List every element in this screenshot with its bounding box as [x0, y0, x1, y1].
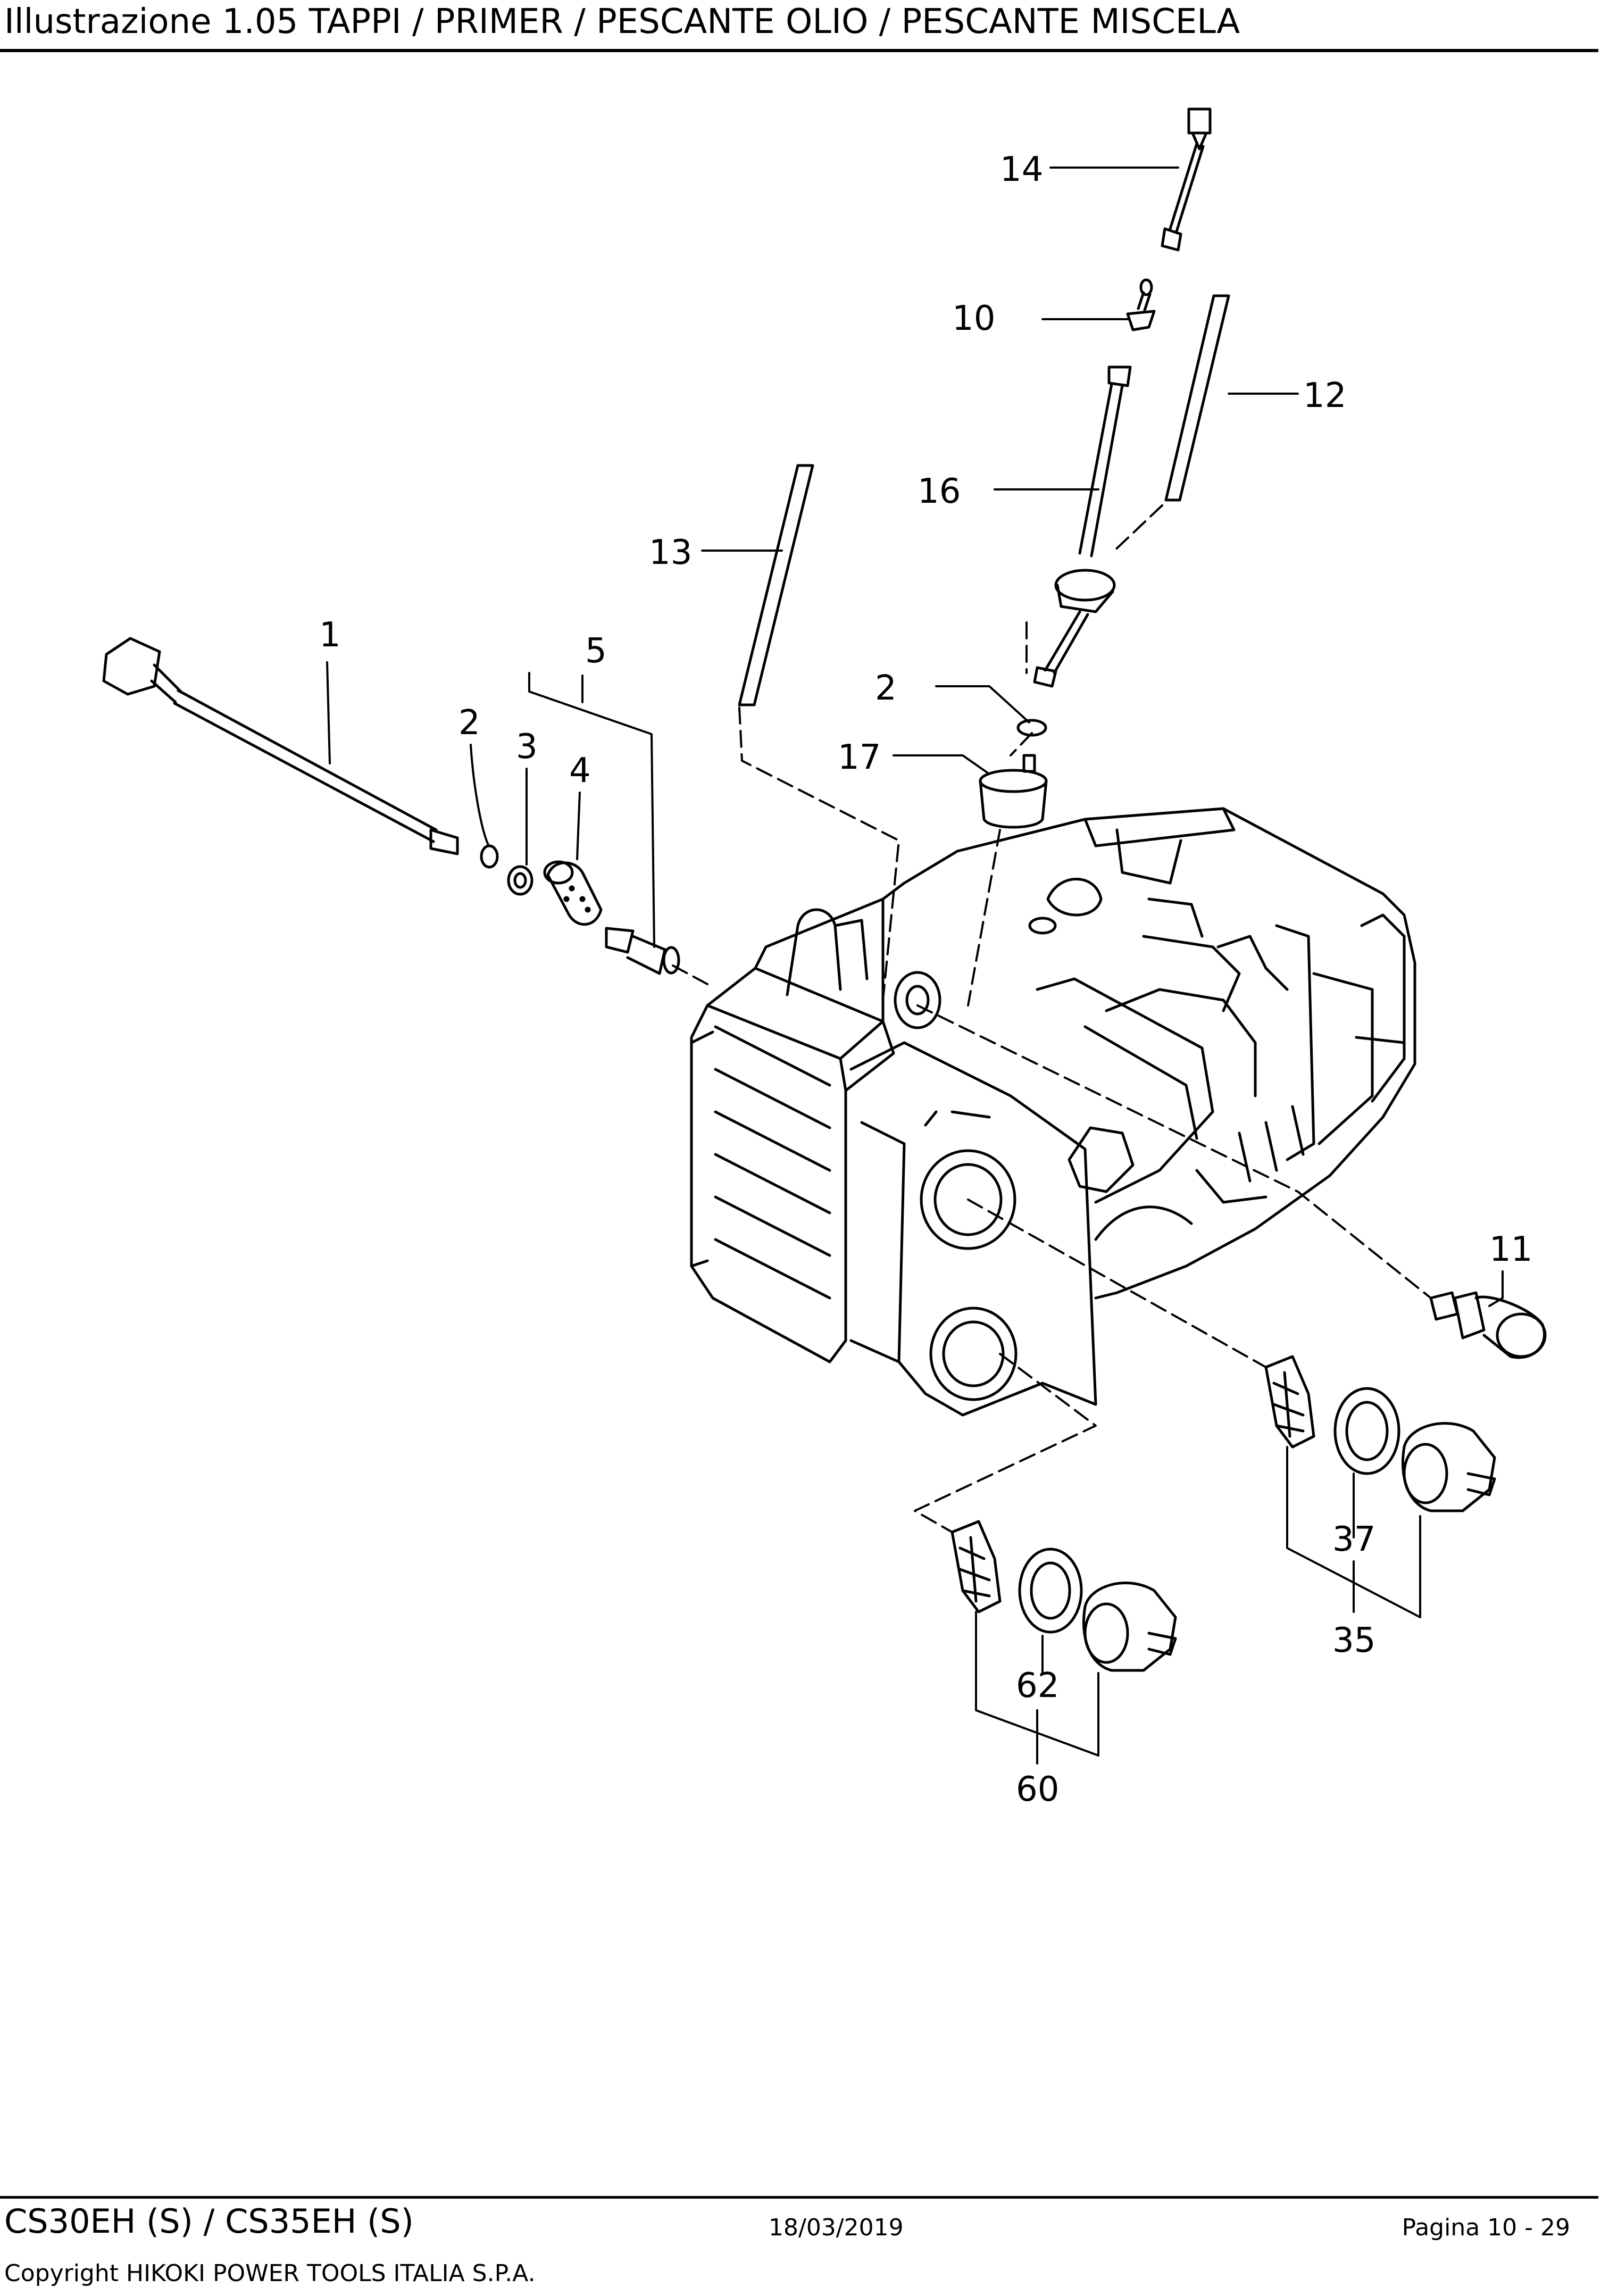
part-4 [543, 860, 603, 926]
part-12 [1164, 294, 1230, 502]
callout-62: 62 [1016, 1666, 1059, 1706]
callout-35: 35 [1332, 1621, 1375, 1660]
callout-12: 12 [1303, 376, 1346, 415]
callout-2-left: 2 [458, 703, 480, 743]
callout-17: 17 [838, 738, 881, 777]
callout-labels: 14 10 12 16 13 2 17 1 2 3 5 4 11 37 35 6… [319, 150, 1532, 1809]
assembly-dash-lines [672, 504, 1432, 1533]
callout-1: 1 [319, 615, 341, 655]
crankcase-housing [690, 807, 1416, 1417]
callout-10: 10 [952, 299, 995, 338]
part-14 [1161, 107, 1212, 252]
part-1 [102, 637, 459, 855]
part-16 [1033, 365, 1132, 688]
callout-2-upper: 2 [875, 669, 897, 708]
footer-copyright: Copyright HIKOKI POWER TOOLS ITALIA S.P.… [4, 2260, 536, 2287]
callout-37: 37 [1332, 1520, 1375, 1559]
callout-60: 60 [1016, 1770, 1059, 1809]
footer-model: CS30EH (S) / CS35EH (S) [4, 2202, 414, 2241]
part-10 [1126, 278, 1156, 331]
callout-13: 13 [649, 533, 692, 572]
part-3 [507, 865, 533, 896]
page-title: Illustrazione 1.05 TAPPI / PRIMER / PESC… [4, 2, 1240, 41]
header-divider [0, 49, 1598, 52]
leader-lines [326, 167, 1504, 1765]
part-2-left [480, 844, 499, 869]
footer-divider [0, 2196, 1598, 2199]
footer-page-number: Pagina 10 - 29 [1402, 2214, 1570, 2241]
callout-11: 11 [1489, 1230, 1532, 1269]
footer-date: 18/03/2019 [769, 2214, 904, 2241]
page-header: Illustrazione 1.05 TAPPI / PRIMER / PESC… [0, 0, 1601, 53]
part-17 [979, 754, 1048, 829]
part-60-group [950, 1520, 1177, 1672]
part-11 [1429, 1291, 1547, 1359]
part-2-upper [1016, 719, 1047, 737]
callout-14: 14 [1000, 150, 1043, 189]
part-5 [605, 927, 680, 975]
callout-3: 3 [516, 727, 538, 767]
callout-16: 16 [918, 472, 961, 511]
callout-5: 5 [585, 631, 607, 671]
callout-4: 4 [569, 751, 591, 791]
part-35-group [1264, 1355, 1496, 1512]
part-13 [738, 464, 814, 706]
exploded-parts-diagram: 14 10 12 16 13 2 17 1 2 3 5 4 11 37 35 6… [102, 107, 1547, 1809]
